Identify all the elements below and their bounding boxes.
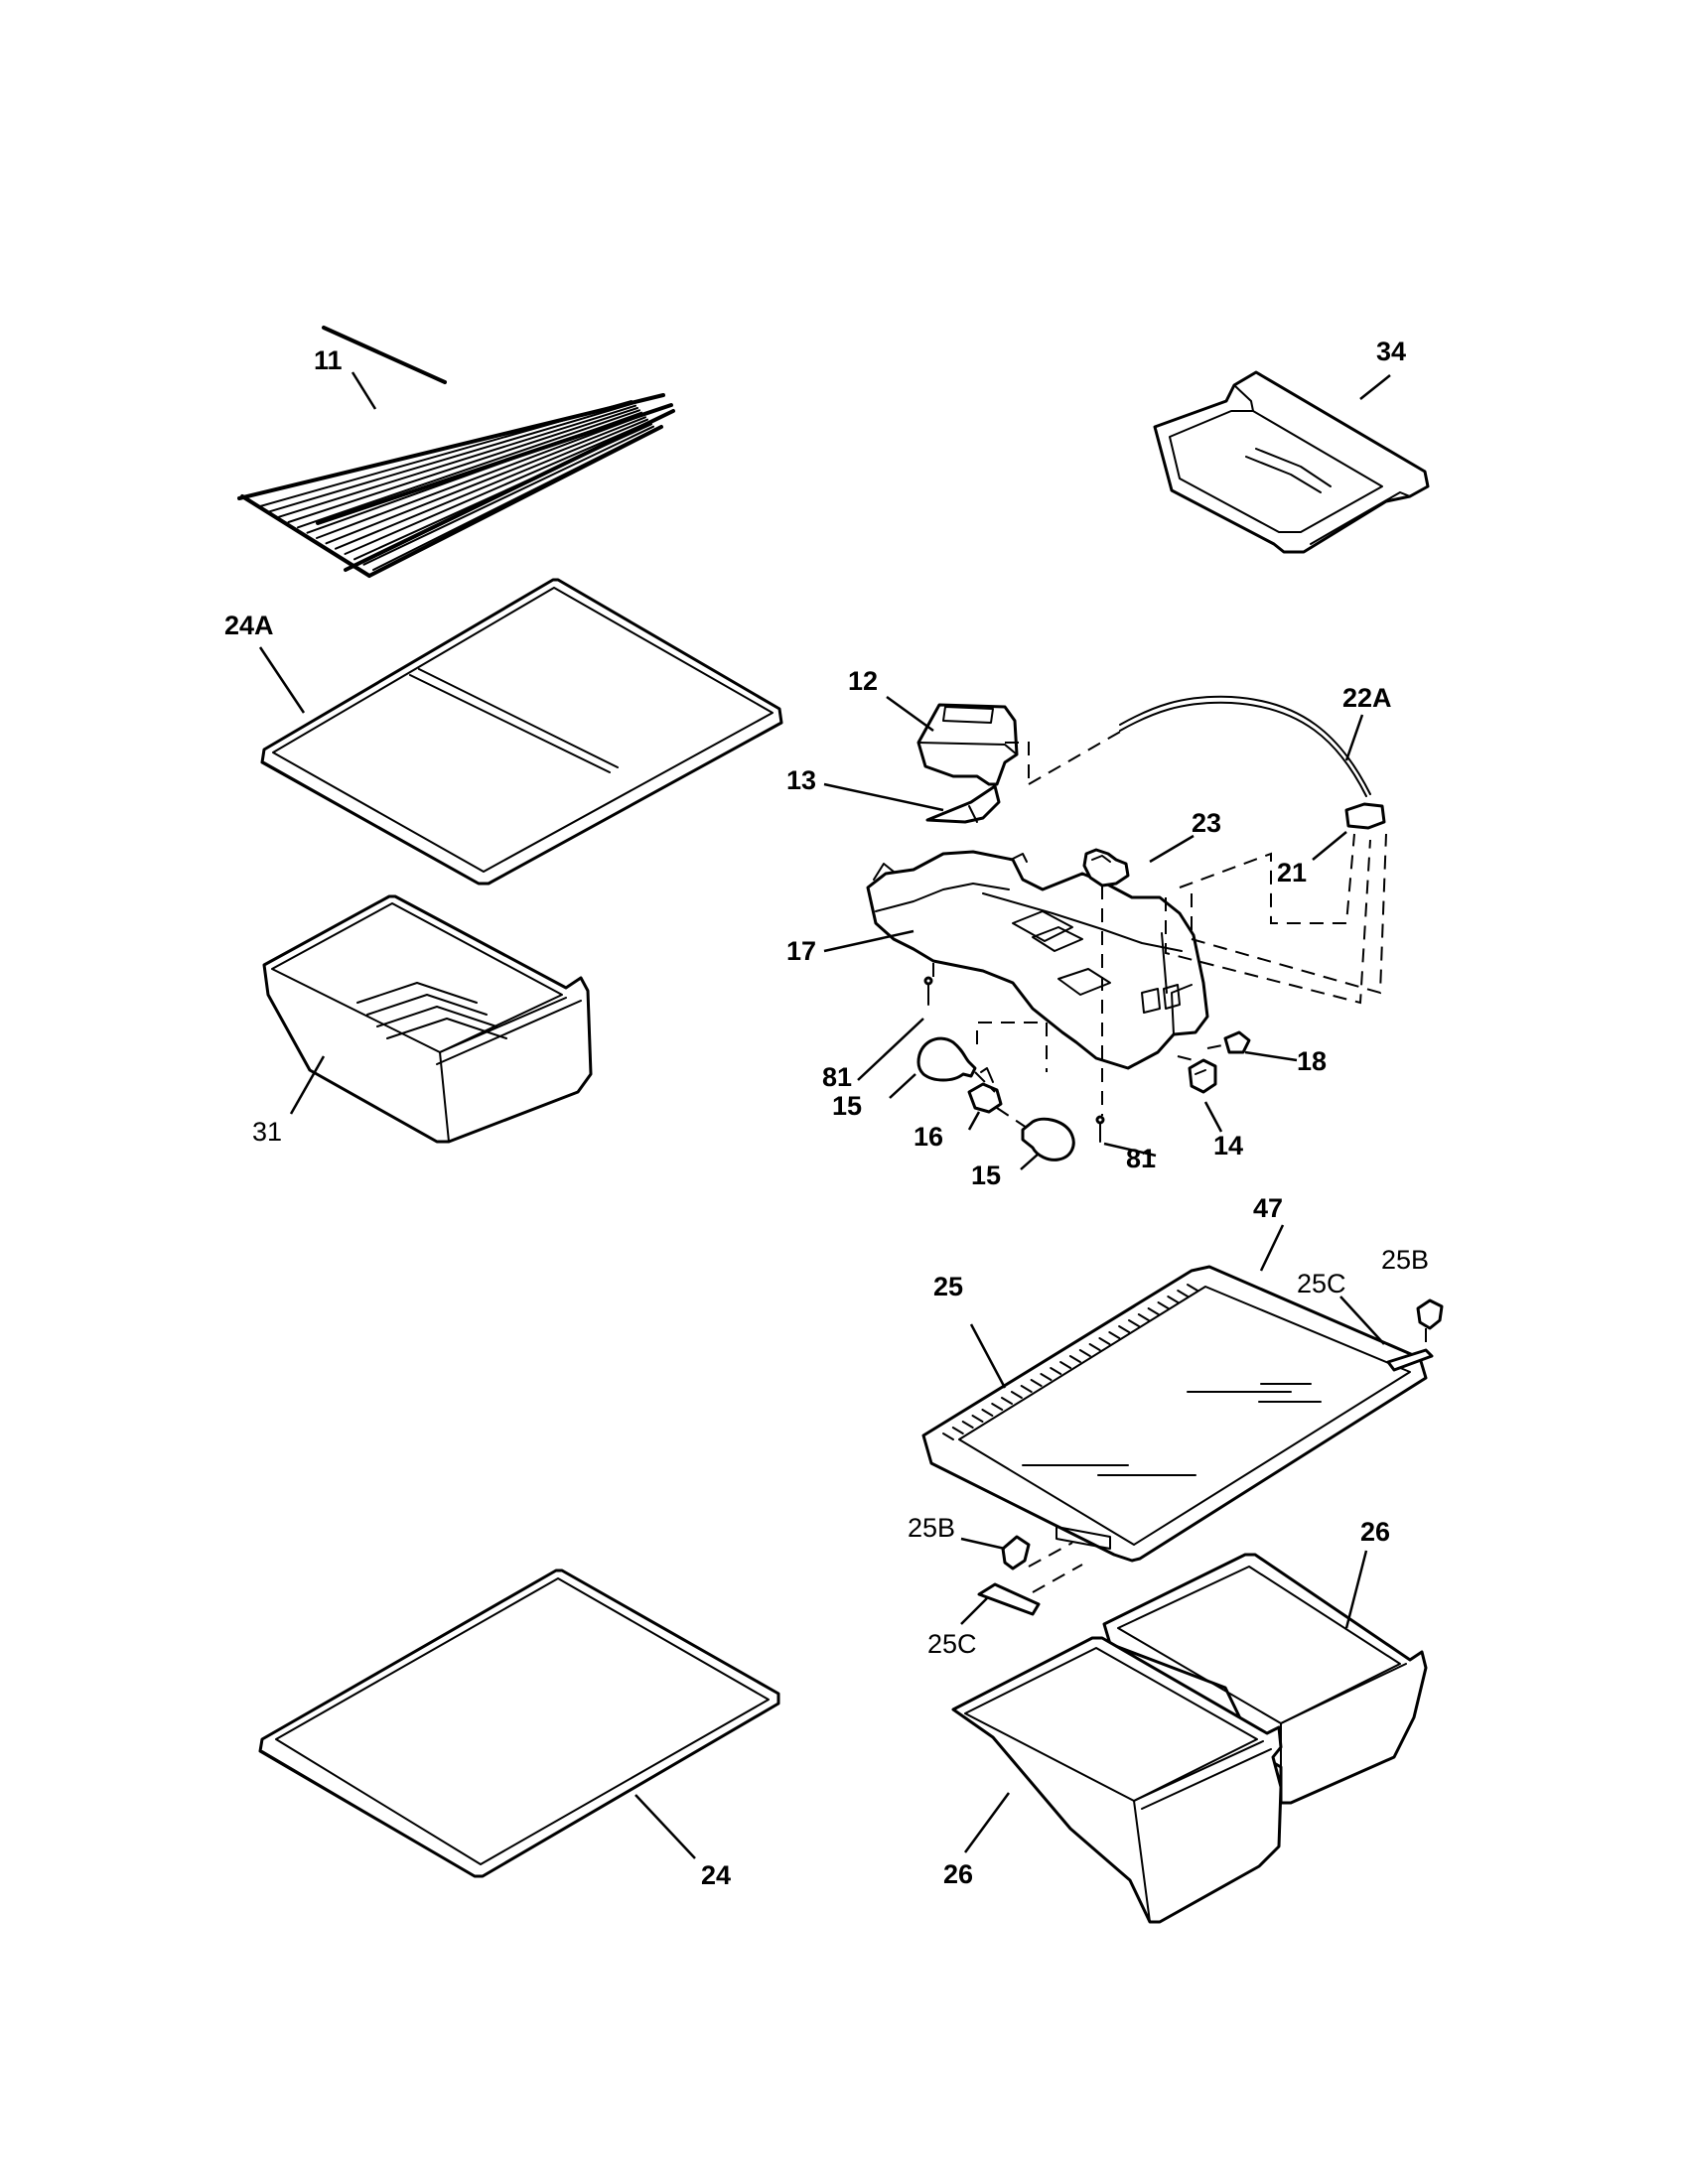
wire-rod	[287, 407, 638, 523]
vent-slot	[1118, 1325, 1131, 1333]
wire-rod	[268, 402, 634, 513]
vent-slot	[1108, 1331, 1121, 1339]
lamp-socket-part-16	[967, 1067, 1003, 1114]
callout-31: 31	[252, 1117, 282, 1147]
light-bulb-part-15-a	[916, 1036, 977, 1082]
wire-rod	[316, 414, 644, 539]
callout-25C-top: 25C	[1297, 1269, 1346, 1298]
callout-16: 16	[914, 1122, 943, 1152]
callout-25B-top: 25B	[1381, 1245, 1429, 1275]
vent-slot	[1040, 1373, 1053, 1381]
wire-rod	[344, 421, 650, 555]
wire-rod	[335, 418, 648, 550]
vent-slot	[971, 1415, 984, 1423]
vent-slot	[1157, 1301, 1170, 1309]
connector-part-21	[1344, 802, 1386, 830]
callout-25C-bottom: 25C	[927, 1629, 977, 1659]
control-housing-part-17	[866, 850, 1209, 1070]
crisper-drawer-part-31	[262, 894, 593, 1144]
wire-shelf-part-11	[237, 326, 675, 578]
bracket-part-25C-bottom	[977, 1582, 1041, 1616]
vent-slot	[1137, 1313, 1150, 1321]
callout-18: 18	[1297, 1046, 1327, 1076]
callout-81-a: 81	[822, 1062, 852, 1092]
vent-slot	[1030, 1379, 1043, 1387]
vent-slot	[1098, 1337, 1111, 1345]
vent-slot	[1020, 1385, 1033, 1393]
callout-25: 25	[933, 1272, 963, 1301]
vent-slot	[1050, 1367, 1062, 1375]
callout-24: 24	[701, 1860, 731, 1890]
light-bulb-part-15-b	[1021, 1117, 1075, 1161]
vent-slot	[981, 1409, 994, 1417]
vent-slot	[1059, 1361, 1072, 1369]
vent-slot	[1088, 1343, 1101, 1351]
wire-rod	[325, 416, 646, 545]
callout-11: 11	[314, 345, 343, 375]
vent-slot	[1147, 1307, 1160, 1315]
vent-slot	[1167, 1296, 1180, 1303]
bracket-part-25C-top	[1386, 1348, 1434, 1372]
bracket-guide-lines	[1028, 1328, 1427, 1593]
vent-slot	[991, 1403, 1004, 1411]
callout-23: 23	[1192, 808, 1221, 838]
wire-rod	[372, 428, 656, 571]
callout-26-right: 26	[1360, 1517, 1390, 1547]
callout-14: 14	[1213, 1131, 1243, 1160]
callout-26-left: 26	[943, 1859, 973, 1889]
callout-24A: 24A	[224, 611, 274, 640]
vent-slot	[961, 1421, 974, 1429]
light-shield-part-12	[916, 703, 1019, 786]
crisper-cover-frame-part-25	[921, 1265, 1428, 1563]
callout-21: 21	[1277, 858, 1307, 887]
clip-part-25B-bottom	[1001, 1535, 1031, 1570]
vent-slot	[942, 1433, 954, 1440]
wire-rod	[259, 400, 633, 507]
switch-part-14	[1188, 1058, 1217, 1094]
screw-part-81-a	[923, 976, 933, 1006]
callout-81-b: 81	[1126, 1144, 1156, 1173]
callout-47: 47	[1253, 1193, 1283, 1223]
wire-rod	[353, 423, 652, 561]
vent-slot	[1187, 1284, 1198, 1292]
wire-rod	[306, 411, 642, 534]
callout-17: 17	[786, 936, 816, 966]
vent-slot	[1068, 1355, 1081, 1363]
vent-slot	[1010, 1391, 1023, 1399]
vent-slot	[1078, 1349, 1091, 1357]
callout-12: 12	[848, 666, 878, 696]
callout-25B-bottom: 25B	[908, 1513, 955, 1543]
callout-15-b: 15	[971, 1160, 1001, 1190]
clip-part-25B-top	[1416, 1298, 1444, 1330]
callout-22A: 22A	[1342, 683, 1392, 713]
thermostat-part-23	[1082, 848, 1130, 887]
assembly-guide-lines	[932, 730, 1387, 1129]
wire-rod	[297, 409, 640, 529]
knob-part-18	[1223, 1030, 1251, 1054]
door-bin-part-34	[1153, 370, 1430, 554]
vent-slot	[1001, 1397, 1013, 1405]
callout-15-a: 15	[832, 1091, 862, 1121]
vent-slot	[951, 1427, 964, 1434]
callout-labels: 11 34 24A 12 22A 13 23 21 17 31 81 18 15…	[224, 337, 1429, 1890]
vent-slot	[1128, 1319, 1140, 1327]
crisper-cover-glass-part-47	[1022, 1383, 1322, 1476]
crisper-drawer-part-26-left	[951, 1636, 1283, 1924]
vent-slot	[1177, 1290, 1190, 1297]
wire-harness-part-22A	[1119, 695, 1371, 797]
wire-rod	[278, 404, 636, 518]
glass-shelf-part-24	[258, 1569, 780, 1878]
screw-part-81-b	[1095, 1115, 1105, 1143]
glass-shelf-part-24A	[260, 578, 783, 886]
crisper-drawer-part-26-right	[1102, 1553, 1428, 1805]
leader-lines	[258, 371, 1391, 1859]
lens-part-13	[925, 784, 1001, 824]
callout-34: 34	[1376, 337, 1406, 366]
callout-13: 13	[786, 765, 816, 795]
wire-rod	[362, 425, 654, 566]
